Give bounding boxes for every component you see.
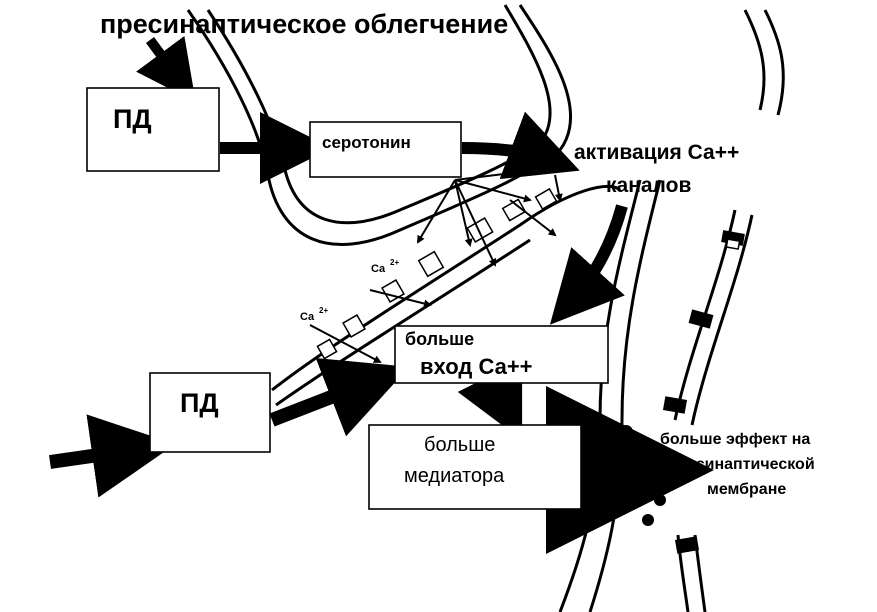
calcium-channels: [316, 187, 558, 360]
box-more-ca-entry: больше вход Са++: [394, 325, 609, 384]
effect-label-line2: постсинаптической: [660, 456, 815, 473]
effect-label-line1: больше эффект на: [660, 431, 810, 448]
activation-label-line1: активация Са++: [574, 141, 739, 164]
box-serotonin: серотонин: [309, 121, 462, 178]
svg-text:Ca: Ca: [300, 311, 315, 323]
calcium-entry-arrows: [309, 168, 563, 363]
box-more-mediator-line2: медиатора: [404, 465, 505, 487]
box-more-ca-entry-line1: больше: [405, 329, 474, 349]
box-pd-bottom: ПД: [149, 372, 271, 453]
ca-label-upper: Ca 2+: [371, 258, 399, 275]
box-pd-top: ПД: [86, 87, 220, 172]
box-serotonin-label: серотонин: [322, 133, 411, 152]
box-more-mediator: больше медиатора: [368, 424, 582, 510]
diagram-title: пресинаптическое облегчение: [100, 9, 508, 39]
svg-text:Ca: Ca: [371, 263, 386, 275]
box-pd-top-label: ПД: [113, 104, 152, 134]
box-more-ca-entry-line2: вход Са++: [420, 354, 533, 379]
postsynaptic-membrane: [673, 9, 785, 612]
box-pd-bottom-label: ПД: [180, 388, 219, 418]
box-more-mediator-line1: больше: [424, 434, 495, 456]
ca-label-lower: Ca 2+: [300, 306, 328, 323]
activation-label-line2: каналов: [606, 174, 691, 197]
svg-text:2+: 2+: [390, 258, 399, 267]
svg-text:2+: 2+: [319, 306, 328, 315]
thick-arrows: [49, 36, 714, 554]
effect-label-line3: мембране: [707, 481, 786, 498]
postsynaptic-receptors: [662, 230, 745, 554]
